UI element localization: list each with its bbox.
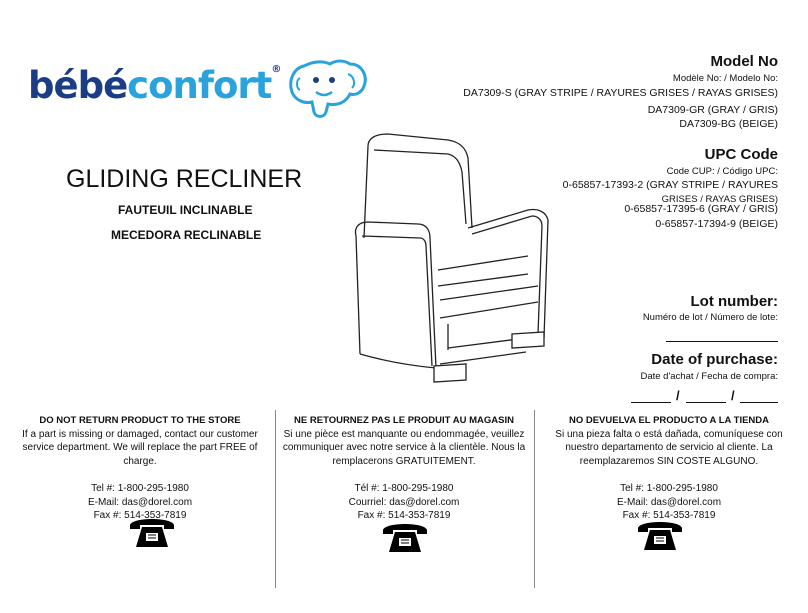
product-subtitle-es: MECEDORA RECLINABLE bbox=[111, 228, 262, 242]
notice-heading-es: NO DEVUELVA EL PRODUCTO A LA TIENDA bbox=[568, 415, 770, 426]
tel-fr: Tél #: 1-800-295-1980 bbox=[354, 483, 454, 494]
tel-es: Tel #: 1-800-295-1980 bbox=[620, 483, 718, 494]
model-line-2: DA7309-GR (GRAY / GRIS) bbox=[647, 104, 778, 116]
notice-body-en: If a part is missing or damaged, contact… bbox=[22, 428, 258, 467]
notice-body-es: Si una pieza falta o está dañada, comuní… bbox=[555, 428, 783, 467]
date-day-line[interactable] bbox=[631, 402, 671, 403]
lot-number-line[interactable] bbox=[666, 341, 778, 342]
date-separator-2: / bbox=[731, 388, 735, 403]
product-subtitle-fr: FAUTEUIL INCLINABLE bbox=[118, 203, 253, 217]
fax-en: Fax #: 514-353-7819 bbox=[93, 510, 187, 521]
brand-part2: confort bbox=[127, 64, 272, 107]
tel-en: Tel #: 1-800-295-1980 bbox=[91, 483, 189, 494]
upc-line-2: 0-65857-17395-6 (GRAY / GRIS) bbox=[624, 203, 778, 215]
product-title: GLIDING RECLINER bbox=[66, 165, 303, 193]
recliner-illustration bbox=[354, 133, 549, 383]
lot-heading: Lot number: bbox=[690, 293, 779, 310]
elephant-icon bbox=[289, 59, 367, 118]
upc-heading: UPC Code bbox=[704, 146, 778, 163]
date-year-line[interactable] bbox=[740, 402, 778, 403]
fax-es: Fax #: 514-353-7819 bbox=[622, 510, 716, 521]
upc-line-3: 0-65857-17394-9 (BEIGE) bbox=[655, 218, 778, 230]
notice-heading-en: DO NOT RETURN PRODUCT TO THE STORE bbox=[39, 415, 241, 426]
email-es: E-Mail: das@dorel.com bbox=[616, 496, 722, 508]
date-month-line[interactable] bbox=[686, 402, 726, 403]
return-notice-es: NO DEVUELVA EL PRODUCTO A LA TIENDA Si u… bbox=[534, 414, 804, 523]
brand-logo: bébéconfort® bbox=[28, 58, 368, 128]
model-line-1: DA7309-S (GRAY STRIPE / RAYURES GRISES /… bbox=[463, 87, 778, 99]
column-divider-1 bbox=[275, 410, 276, 588]
notice-body-fr: Si une pièce est manquante ou endommagée… bbox=[282, 428, 526, 467]
lot-label: Numéro de lot / Número de lote: bbox=[642, 312, 778, 323]
column-divider-2 bbox=[534, 410, 535, 588]
model-heading: Model No bbox=[710, 53, 779, 70]
upc-line-1b: GRISES / RAYAS GRISES) bbox=[661, 194, 778, 205]
brand-registered-mark: ® bbox=[271, 64, 281, 75]
upc-label: Code CUP: / Código UPC: bbox=[666, 166, 778, 177]
purchase-heading: Date of purchase: bbox=[651, 351, 778, 368]
email-fr: Courriel: das@dorel.com bbox=[348, 496, 460, 508]
telephone-icon bbox=[638, 522, 682, 550]
purchase-label: Date d'achat / Fecha de compra: bbox=[640, 371, 778, 382]
notice-heading-fr: NE RETOURNEZ PAS LE PRODUIT AU MAGASIN bbox=[294, 415, 514, 426]
fax-fr: Fax #: 514-353-7819 bbox=[357, 510, 451, 521]
return-notice-fr: NE RETOURNEZ PAS LE PRODUIT AU MAGASIN S… bbox=[269, 414, 539, 523]
model-label: Modèle No: / Modelo No: bbox=[672, 73, 778, 84]
email-en: E-Mail: das@dorel.com bbox=[87, 496, 193, 508]
return-notice-en: DO NOT RETURN PRODUCT TO THE STORE If a … bbox=[5, 414, 275, 523]
model-line-3: DA7309-BG (BEIGE) bbox=[679, 118, 778, 130]
date-separator-1: / bbox=[676, 388, 680, 403]
telephone-icon bbox=[383, 524, 427, 552]
brand-part1: bébé bbox=[28, 64, 128, 107]
upc-line-1: 0-65857-17393-2 (GRAY STRIPE / RAYURES bbox=[562, 179, 778, 191]
telephone-icon bbox=[130, 519, 174, 547]
brand-wordmark: bébéconfort® bbox=[28, 64, 281, 107]
